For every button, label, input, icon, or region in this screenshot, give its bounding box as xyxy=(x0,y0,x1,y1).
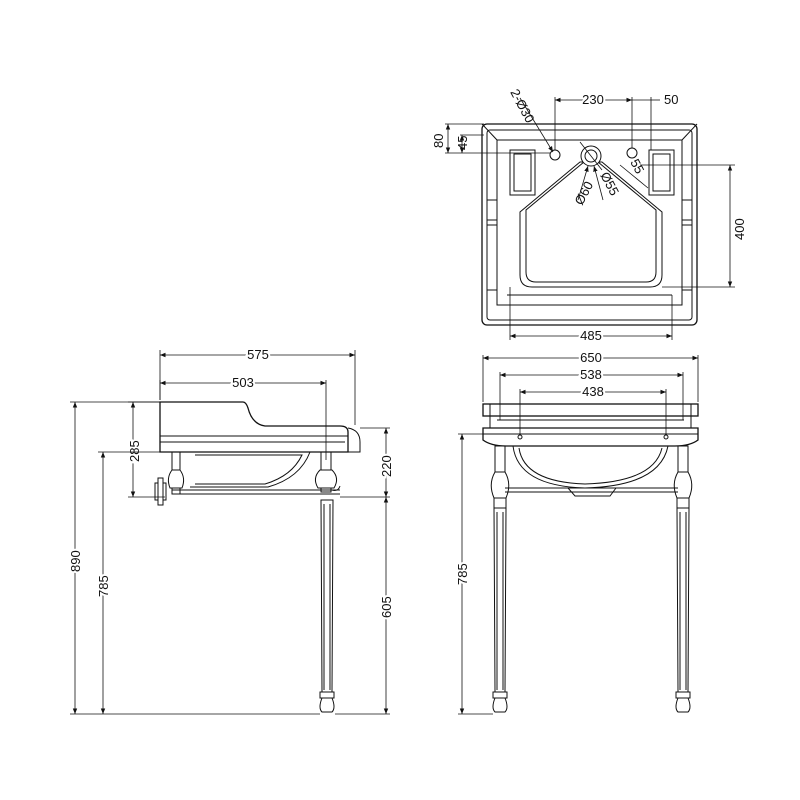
dim-label-overall-width: 650 xyxy=(580,350,602,365)
soap-recess-right xyxy=(648,149,675,196)
dim-label-waste-outer: Ø60 xyxy=(571,179,596,208)
front-view: 650 538 438 785 xyxy=(453,348,699,715)
dim-label-basin-height: 285 xyxy=(127,440,142,462)
side-view: 575 503 285 220 890 78 xyxy=(66,345,396,715)
basin-outline xyxy=(481,123,698,326)
dim-label-overflow-offset: 55 xyxy=(627,156,647,176)
bowl-outline xyxy=(519,161,663,288)
dim-label-overall-depth: 575 xyxy=(247,347,269,362)
dim-label-leg-spacing: 438 xyxy=(582,384,604,399)
dim-label-hole-depth: 45 xyxy=(455,136,470,150)
dim-label-hole-diameter: 2-Ø30 xyxy=(507,86,537,125)
soap-recess-left xyxy=(509,149,536,196)
top-view: 230 50 2-Ø30 80 45 Ø60 Ø55 xyxy=(431,86,749,345)
dim-890: 890 xyxy=(66,401,320,715)
front-leg-left xyxy=(493,507,507,693)
dim-label-leg-height: 605 xyxy=(379,596,394,618)
dim-230: 230 xyxy=(554,90,633,150)
dim-55: 55 xyxy=(619,156,649,189)
dim-label-total-height: 890 xyxy=(68,550,83,572)
dim-605: 605 xyxy=(335,497,396,715)
dim-label-stand-width: 538 xyxy=(580,367,602,382)
dim-50: 50 xyxy=(632,92,678,150)
side-leg xyxy=(320,499,334,693)
dim-785-front: 785 xyxy=(453,433,493,715)
dim-label-bowl-depth: 400 xyxy=(732,218,747,240)
dim-label-rim-height-side: 785 xyxy=(96,575,111,597)
bowl-profile xyxy=(190,451,311,488)
dim-503: 503 xyxy=(159,373,327,460)
dim-label-bowl-height: 220 xyxy=(379,455,394,477)
front-basin xyxy=(482,403,699,497)
dim-485: 485 xyxy=(509,287,673,345)
dim-label-rim-depth: 80 xyxy=(431,134,446,148)
dim-2-30: 2-Ø30 xyxy=(507,86,554,153)
dim-label-leg-depth: 503 xyxy=(232,375,254,390)
front-leg-right xyxy=(676,507,690,693)
tap-hole-right xyxy=(626,147,638,159)
side-stand xyxy=(154,451,341,713)
dim-label-bowl-width: 485 xyxy=(580,328,602,343)
dim-label-rim-height-front: 785 xyxy=(455,563,470,585)
dim-45: 45 xyxy=(455,134,484,153)
basin-profile xyxy=(159,401,361,488)
front-stand xyxy=(490,445,693,713)
dim-785-side: 785 xyxy=(94,451,160,714)
dim-650: 650 xyxy=(482,348,699,402)
dim-400: 400 xyxy=(640,164,749,288)
front-bowl xyxy=(512,445,669,489)
dim-label-hole-offset: 50 xyxy=(664,92,678,107)
dim-80: 80 xyxy=(431,123,550,154)
dim-220: 220 xyxy=(340,427,396,498)
dim-538: 538 xyxy=(499,365,684,420)
dim-438: 438 xyxy=(519,382,667,435)
dim-label-hole-spacing: 230 xyxy=(582,92,604,107)
tap-hole-left xyxy=(549,149,561,161)
